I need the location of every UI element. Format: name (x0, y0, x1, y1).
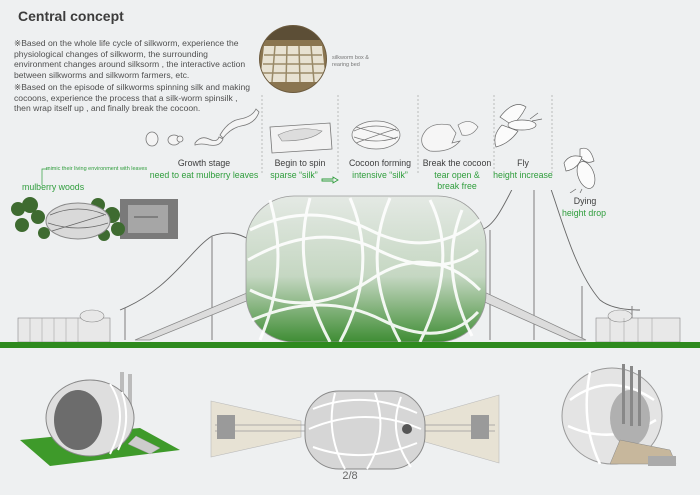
concept-paragraph-2: ※Based on the episode of silkworms spinn… (14, 82, 251, 114)
stage-break-label: Break the cocoon (422, 158, 492, 168)
life-cycle-illustrations (145, 95, 553, 175)
dying-moth-icon (563, 147, 596, 193)
render-plan-view (210, 390, 500, 470)
rearing-bed-inset-image (259, 25, 327, 93)
stage-growth-label: Growth stage (177, 158, 231, 168)
mulberry-label: mulberry woods (22, 182, 85, 192)
render-perspective-right (561, 364, 677, 466)
mimic-note: mimic their living environment with leav… (46, 166, 148, 172)
stage-break-sub: tear open & break free (434, 170, 480, 191)
stage-spin-label: Begin to spin (274, 158, 326, 168)
page-title: Central concept (18, 8, 124, 24)
arrow-icon (321, 171, 339, 184)
stage-fly-label: Fly (517, 158, 529, 168)
concept-paragraph-1: ※Based on the whole life cycle of silkwo… (14, 38, 246, 80)
stage-cocoon-label: Cocoon forming (348, 158, 412, 168)
page-number: 2/8 (342, 470, 358, 482)
cocoon-icon (351, 120, 401, 150)
main-elevation-drawing (0, 190, 700, 348)
stage-fly-sub: height increase (493, 170, 553, 180)
render-perspective-left (20, 372, 180, 466)
stage-cocoon-sub: intensive “silk” (352, 170, 408, 180)
silkworm-box-icon (269, 122, 333, 154)
mulberry-woods-render (11, 197, 178, 241)
stage-dying-label: Dying (573, 196, 597, 206)
moth-icon (494, 104, 543, 148)
inset-label: silkworm box & rearing bed (332, 55, 369, 68)
leader-line (41, 168, 48, 185)
broken-cocoon-icon (421, 121, 479, 152)
stage-dying-sub: height drop (561, 208, 607, 218)
stage-growth-sub: need to eat mulberry leaves (149, 170, 259, 180)
stage-spin-sub: sparse “silk” (270, 170, 318, 180)
